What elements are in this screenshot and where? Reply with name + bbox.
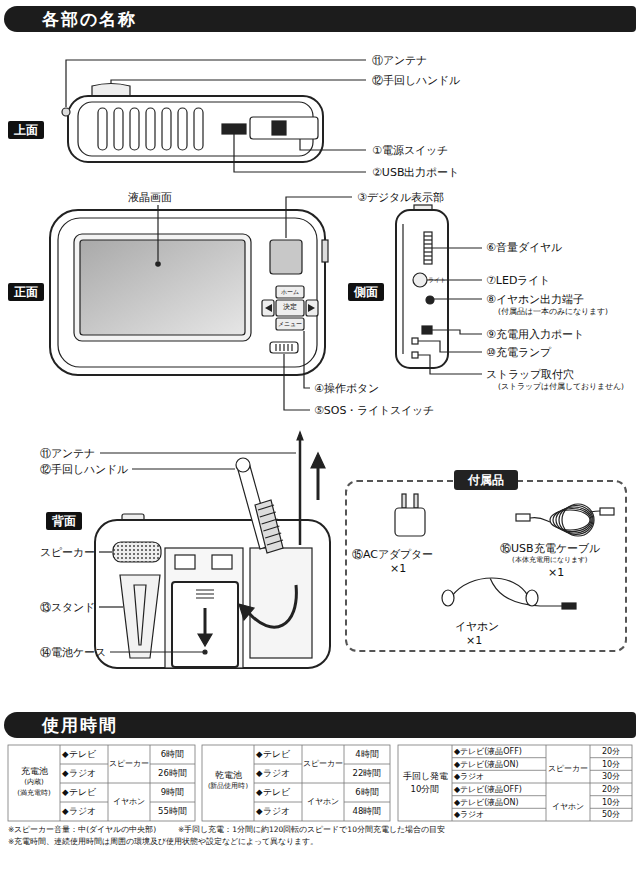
table-cell: ◆テレビ [62, 749, 96, 759]
table-cell: 10分 [590, 798, 632, 808]
accessory-box-text: 付属品 [454, 470, 518, 490]
part-label: ⑮ACアダプター [352, 548, 433, 561]
side-view [396, 205, 482, 374]
table-cell: 充電池 [8, 766, 60, 776]
part-label: ⑪アンテナ [40, 447, 95, 460]
part-label: ④操作ボタン [314, 382, 379, 395]
table-cell: 6時間 [150, 749, 195, 759]
table-cell: ◆ラジオ [62, 806, 96, 816]
table-cell: スピーカー [302, 759, 344, 769]
part-label: ストラップ取付穴 [486, 368, 574, 381]
button-label: ホーム [276, 288, 304, 295]
section-header-text: 使用時間 [4, 712, 636, 738]
table-cell: 乾電池 [202, 770, 254, 780]
part-label: (付属品は一本のみになります) [498, 307, 608, 316]
usage-table [8, 745, 632, 821]
table-cell: イヤホン [108, 797, 150, 807]
part-label: ①電源スイッチ [372, 144, 448, 157]
part-label: ③デジタル表示部 [357, 191, 444, 204]
table-cell: ◆ラジオ [256, 806, 290, 816]
top-view [62, 60, 366, 172]
table-cell: イヤホン [546, 802, 590, 812]
note-text: ※充電時間、連続使用時間は周囲の環境及び使用状態や設定などによって異なります。 [8, 837, 318, 846]
table-cell: スピーカー [546, 764, 590, 774]
part-label: ⑭電池ケース [40, 646, 106, 659]
table-cell: (新品使用時) [202, 783, 254, 791]
part-label: ⑧イヤホン出力端子 [486, 293, 584, 306]
view-tag-text: 上面 [8, 121, 44, 139]
part-label: ⑪アンテナ [372, 54, 427, 67]
table-cell: 20分 [590, 785, 632, 795]
table-cell: ◆テレビ [256, 749, 290, 759]
part-label: ×1 [548, 566, 564, 579]
button-label: メニュー [276, 320, 304, 327]
note-text: ※スピーカー音量：中(ダイヤルの中央部) [8, 825, 156, 834]
table-cell: 22時間 [344, 768, 390, 778]
button-label: 決定 [276, 303, 304, 311]
table-cell: 10分間 [398, 784, 452, 794]
view-tag: 正面 [8, 283, 44, 301]
table-cell: (満充電時) [8, 789, 60, 797]
part-label: (ストラップは付属しておりません) [498, 382, 624, 391]
table-cell: 6時間 [344, 787, 390, 797]
view-tag: 上面 [8, 121, 44, 139]
table-cell: ◆ラジオ [454, 772, 484, 782]
table-cell: 55時間 [150, 806, 195, 816]
part-label: (本体充電用になります) [512, 556, 587, 564]
view-tag-text: 正面 [8, 283, 44, 301]
table-cell: ◆テレビ(液晶ON) [454, 798, 519, 808]
part-label: 液晶画面 [128, 191, 172, 204]
note-text: ※手回し充電：1分間に約120回転のスピードで10分間充電した場合の目安 [178, 825, 445, 834]
view-tag: 背面 [46, 512, 82, 530]
table-cell: 30分 [590, 772, 632, 782]
section-header: 使用時間 [4, 712, 636, 738]
part-label: ⑬スタンド [40, 601, 95, 614]
part-label: ⑨充電用入力ポート [486, 328, 584, 341]
table-cell: ◆ラジオ [256, 768, 290, 778]
section-header: 各部の名称 [4, 6, 636, 32]
part-label: ⑦LEDライト [486, 274, 550, 287]
part-label: スピーカー [40, 546, 95, 559]
table-cell: ◆テレビ(液晶OFF) [454, 785, 522, 795]
view-tag: 側面 [348, 283, 384, 301]
part-label: ⑥音量ダイヤル [486, 241, 562, 254]
part-label: ×1 [390, 562, 406, 575]
part-label: ⑫手回しハンドル [40, 463, 128, 476]
part-label: ⑫手回しハンドル [372, 74, 460, 87]
table-cell: 20分 [590, 747, 632, 757]
button-label: ライト [428, 276, 446, 283]
table-cell: 26時間 [150, 768, 195, 778]
table-cell: ◆テレビ [62, 787, 96, 797]
front-view [50, 197, 352, 410]
table-cell: 4時間 [344, 749, 390, 759]
table-cell: ◆ラジオ [454, 810, 484, 820]
part-label: イヤホン [455, 620, 499, 633]
view-tag-text: 背面 [46, 512, 82, 530]
table-cell: ◆テレビ(液晶OFF) [454, 747, 522, 757]
table-cell: イヤホン [302, 797, 344, 807]
table-cell: 9時間 [150, 787, 195, 797]
table-cell: 手回し発電 [398, 771, 452, 781]
part-label: ②USB出力ポート [372, 166, 459, 179]
view-tag-text: 側面 [348, 283, 384, 301]
table-cell: (内蔵) [8, 778, 60, 786]
table-cell: 50分 [590, 810, 632, 820]
section-header-text: 各部の名称 [4, 6, 636, 32]
table-cell: ◆テレビ(液晶ON) [454, 760, 519, 770]
part-label: ⑤SOS・ライトスイッチ [314, 404, 434, 417]
table-cell: 10分 [590, 760, 632, 770]
part-label: ⑩充電ランプ [486, 346, 551, 359]
back-view [95, 432, 330, 668]
table-cell: ◆テレビ [256, 787, 290, 797]
part-label: ⑯USB充電ケーブル [500, 542, 600, 555]
table-cell: ◆ラジオ [62, 768, 96, 778]
part-label: ×1 [466, 634, 482, 647]
table-cell: 48時間 [344, 806, 390, 816]
table-cell: スピーカー [108, 759, 150, 769]
